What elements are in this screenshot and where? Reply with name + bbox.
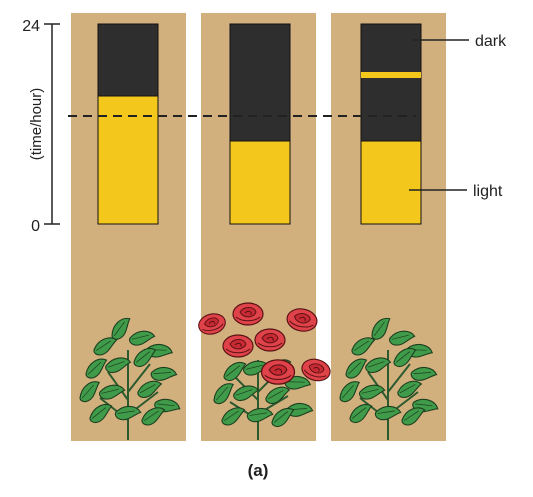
light-label: light (473, 183, 503, 200)
figure-caption: (a) (248, 461, 269, 480)
axis-tick-0: 0 (31, 218, 40, 235)
plant-icon (335, 315, 441, 440)
plant-icon (75, 315, 183, 440)
light-callout: light (409, 183, 503, 200)
light-period-bar (97, 95, 159, 225)
flowering-plant-icon (195, 302, 334, 440)
panel-1 (71, 13, 186, 441)
panel-2 (195, 13, 334, 441)
dark-label: dark (475, 33, 507, 50)
light-period-bar (229, 140, 291, 225)
axis-label: (time/hour) (28, 88, 45, 161)
dark-callout: dark (413, 33, 507, 50)
night-interruption-flash (361, 72, 421, 78)
axis-tick-24: 24 (22, 18, 40, 35)
time-axis: 24 0 (time/hour) (22, 18, 60, 235)
light-period-bar (360, 140, 422, 225)
panel-3 (331, 13, 446, 441)
